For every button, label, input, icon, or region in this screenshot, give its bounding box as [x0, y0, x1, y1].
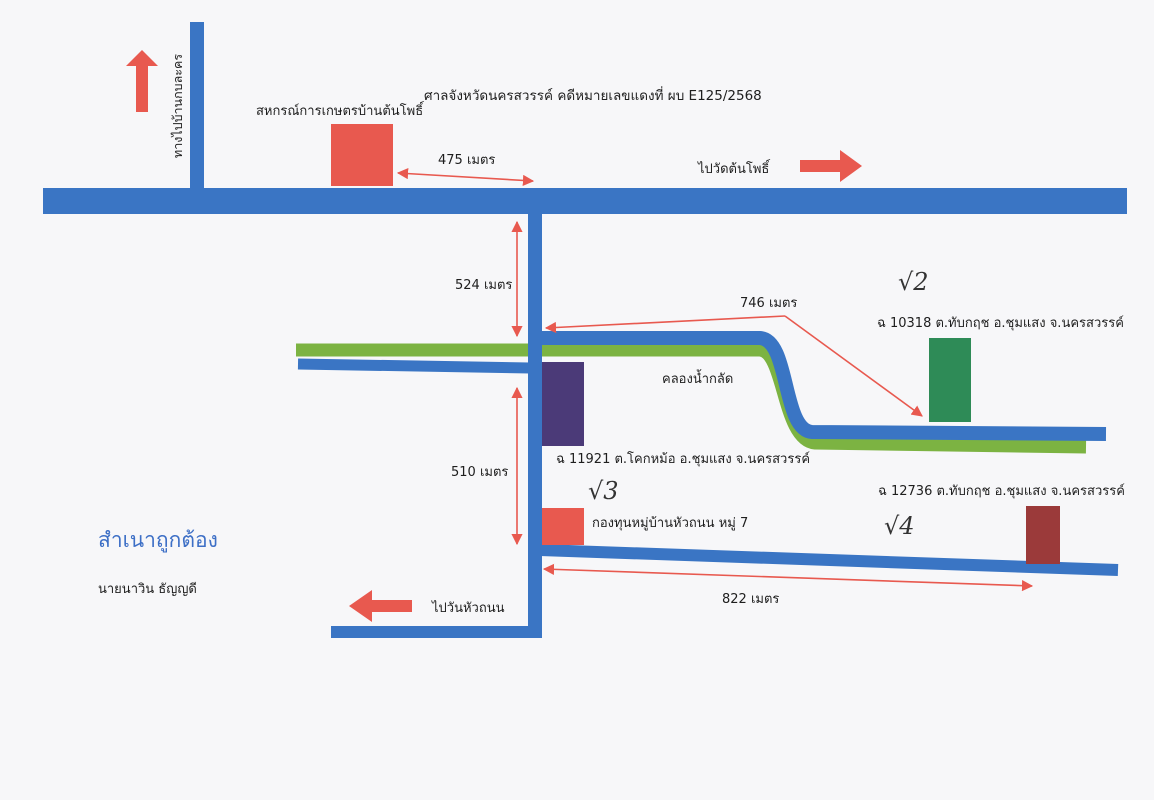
distance-822-line	[542, 563, 1034, 592]
distance-746-line-a	[544, 315, 786, 334]
distance-746-label: 746 เมตร	[740, 296, 798, 311]
parcel-4-box	[1026, 506, 1060, 564]
coop-label: สหกรณ์การเกษตรบ้านต้นโพธิ์	[256, 104, 424, 119]
parcel-2-box	[929, 338, 971, 422]
fund-label: กองทุนหมู่บ้านหัวถนน หมู่ 7	[592, 516, 749, 531]
parcel-4-label: ฉ 12736 ต.ทับกฤช อ.ชุมแสง จ.นครสวรรค์	[878, 484, 1125, 499]
distance-524-label: 524 เมตร	[455, 278, 513, 293]
road-to-wat-tonpho-label: ไปวัดต้นโพธิ์	[698, 162, 770, 177]
certification-title: สำเนาถูกต้อง	[98, 528, 218, 552]
main-road	[43, 188, 1127, 214]
road-to-khaoban-label: ทางไปบ้านกบละคร	[170, 53, 185, 158]
parcel-1-box	[542, 362, 584, 446]
arrow-up-icon	[126, 50, 158, 112]
certification-signer: นายนาวิน ธัญญดี	[98, 582, 197, 597]
arrow-left-icon	[349, 590, 412, 622]
parcel-1-label: ฉ 11921 ต.โคกหม้อ อ.ชุมแสง จ.นครสวรรค์	[556, 452, 811, 467]
fund-box	[542, 508, 584, 545]
arrow-right-icon	[800, 150, 862, 182]
road-to-wan-huathanon	[331, 626, 542, 638]
road-to-wan-huathanon-label: ไปวันหัวถนน	[432, 601, 505, 616]
handwritten-mark-3: √3	[588, 477, 619, 505]
distance-475-line	[396, 168, 535, 186]
distance-475-label: 475 เมตร	[438, 153, 496, 168]
west-canal-road	[297, 358, 531, 374]
canal-side-road	[542, 331, 1107, 441]
central-road	[528, 212, 542, 638]
parcel-2-label: ฉ 10318 ต.ทับกฤช อ.ชุมแสง จ.นครสวรรค์	[877, 316, 1124, 331]
distance-746-line-b	[784, 315, 923, 417]
road-to-khaoban	[190, 22, 204, 188]
distance-510-label: 510 เมตร	[451, 465, 509, 480]
handwritten-mark-2: √2	[898, 268, 929, 296]
handwritten-mark-4: √4	[884, 512, 915, 540]
canal-label: คลองน้ำกลัด	[662, 372, 734, 387]
coop-box	[331, 124, 393, 186]
distance-822-label: 822 เมตร	[722, 592, 780, 607]
case-header: ศาลจังหวัดนครสวรรค์ คดีหมายเลขแดงที่ ผบ …	[424, 88, 762, 104]
